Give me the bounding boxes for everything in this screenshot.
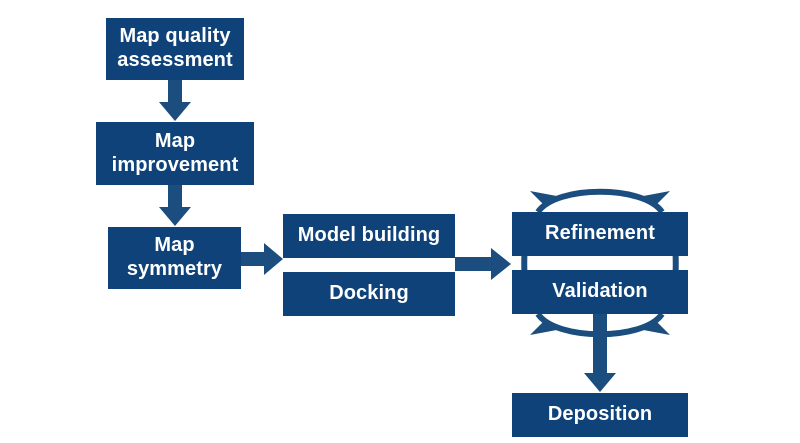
node-label: Refinement: [545, 222, 655, 245]
node-label: Model building: [297, 224, 441, 247]
node-label-line2: symmetry: [126, 258, 223, 280]
node-map-symmetry[interactable]: Map symmetry: [108, 227, 241, 289]
node-label-line1: Map quality: [119, 25, 231, 48]
arrow-symmetry-to-modelgroup: [241, 243, 283, 275]
node-label-line2: assessment: [117, 49, 233, 71]
cycle-arc-top-icon: [530, 188, 670, 214]
node-map-quality-assessment[interactable]: Map quality assessment: [106, 18, 244, 80]
node-deposition[interactable]: Deposition: [512, 393, 688, 437]
node-label: Deposition: [547, 403, 653, 426]
arrow-improvement-to-symmetry: [159, 185, 191, 226]
node-label-line1: Map: [154, 129, 196, 152]
arrow-quality-to-improvement: [159, 80, 191, 121]
node-label-line2: improvement: [111, 153, 239, 176]
node-map-improvement[interactable]: Map improvement: [96, 122, 254, 185]
node-validation[interactable]: Validation: [512, 270, 688, 314]
node-label: Docking: [329, 282, 409, 305]
node-model-building[interactable]: Model building: [283, 214, 455, 258]
node-docking[interactable]: Docking: [283, 272, 455, 316]
node-label: Validation: [552, 280, 648, 303]
arrow-modelgroup-to-refinegroup: [455, 248, 511, 280]
arrow-refinegroup-to-deposition: [584, 314, 616, 392]
node-label-line1: Map: [154, 234, 195, 257]
node-refinement[interactable]: Refinement: [512, 212, 688, 256]
